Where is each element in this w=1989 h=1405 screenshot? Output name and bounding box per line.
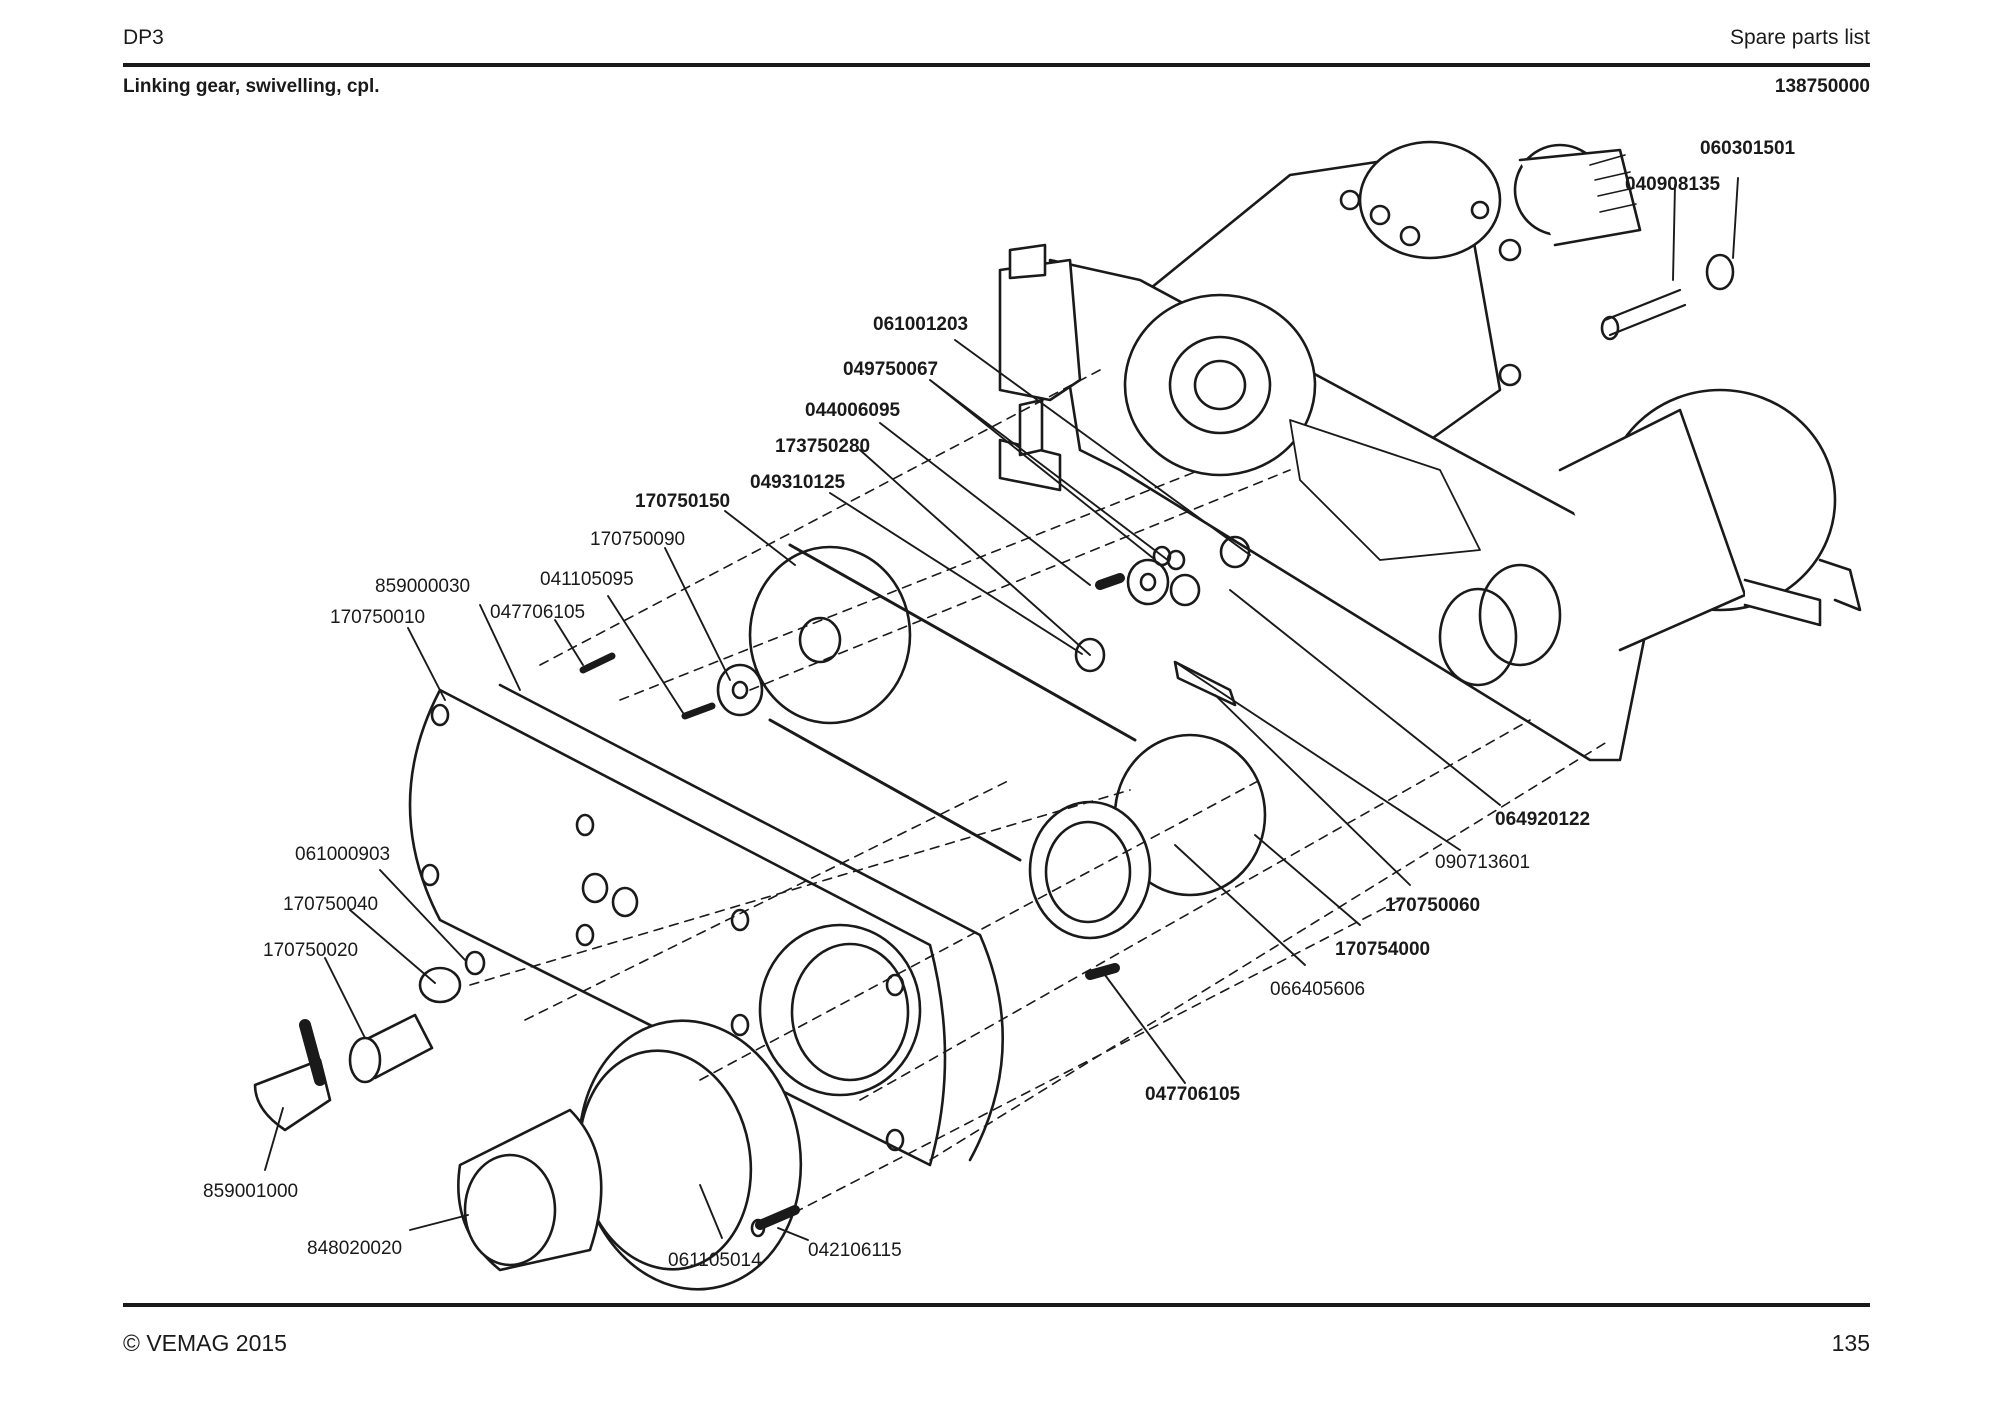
- callout-047706105-upper: 047706105: [490, 602, 585, 623]
- callout-064920122: 064920122: [1495, 809, 1590, 830]
- assembly-title: Linking gear, swivelling, cpl.: [123, 76, 380, 97]
- callout-090713601: 090713601: [1435, 852, 1530, 873]
- callout-848020020: 848020020: [307, 1238, 402, 1259]
- copyright: © VEMAG 2015: [123, 1330, 287, 1356]
- callout-labels: 060301501 040908135 061001203 049750067 …: [203, 138, 1796, 1271]
- callout-040908135: 040908135: [1625, 174, 1721, 195]
- callout-170750020: 170750020: [263, 940, 358, 961]
- cover-plate: [408, 683, 1004, 1167]
- gearbox-housing: [998, 140, 1862, 762]
- model-name: DP3: [123, 26, 164, 49]
- assembly-number: 138750000: [1774, 76, 1870, 97]
- header-rule: [123, 63, 1870, 67]
- callout-170750150: 170750150: [635, 491, 730, 512]
- callout-170754000: 170754000: [1335, 939, 1430, 960]
- callout-170750090: 170750090: [590, 529, 685, 550]
- document-type: Spare parts list: [1729, 26, 1870, 49]
- callout-170750040: 170750040: [283, 894, 378, 915]
- callout-049750067: 049750067: [843, 359, 938, 380]
- callout-170750060: 170750060: [1385, 895, 1480, 916]
- callout-170750010: 170750010: [330, 607, 425, 628]
- callout-859001000: 859001000: [203, 1181, 298, 1202]
- callout-041105095: 041105095: [540, 569, 634, 590]
- callout-060301501: 060301501: [1700, 138, 1796, 159]
- callout-859000030: 859000030: [375, 576, 470, 597]
- lower-left-parts: [253, 950, 803, 1291]
- callout-042106115: 042106115: [808, 1240, 902, 1261]
- callout-061105014: 061105014: [668, 1250, 762, 1271]
- callout-061000903: 061000903: [295, 844, 390, 865]
- leader-lines: [264, 177, 1739, 1241]
- callout-066405606: 066405606: [1270, 979, 1365, 1000]
- callout-047706105-lower: 047706105: [1145, 1084, 1241, 1105]
- callout-061001203: 061001203: [873, 314, 968, 335]
- callout-049310125: 049310125: [750, 472, 846, 493]
- page-number: 135: [1831, 1330, 1870, 1356]
- assembly-axes: [469, 369, 1611, 1221]
- callout-044006095: 044006095: [805, 400, 901, 421]
- footer-rule: [123, 1303, 1870, 1307]
- callout-173750280: 173750280: [775, 436, 870, 457]
